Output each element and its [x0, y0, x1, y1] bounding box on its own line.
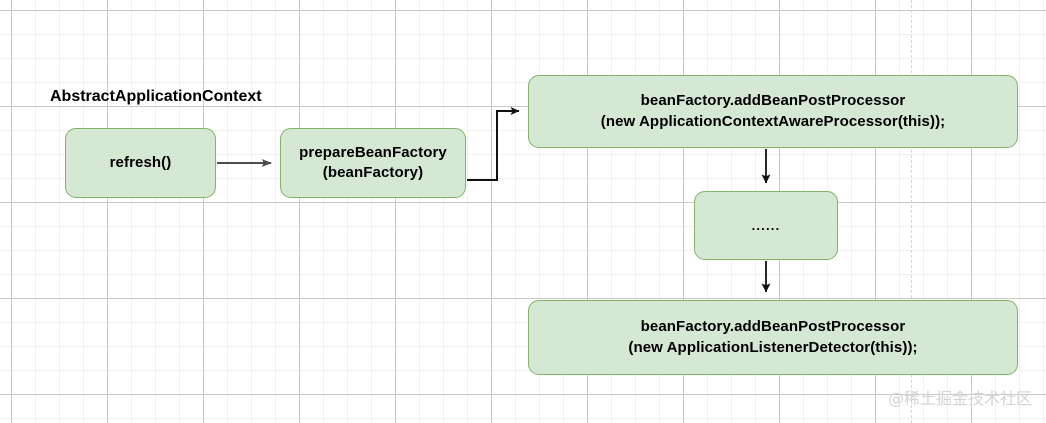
vertical-guide-line: [911, 0, 912, 423]
edge-prepare-to-ctx-aware: [467, 107, 520, 181]
watermark: @稀土掘金技术社区: [887, 389, 1032, 408]
node-add-application-context-aware-processor-label: beanFactory.addBeanPostProcessor (new Ap…: [600, 92, 946, 130]
node-refresh-label: refresh(): [109, 153, 172, 171]
node-ellipsis[interactable]: ......: [694, 191, 838, 260]
node-add-application-listener-detector-label: beanFactory.addBeanPostProcessor (new Ap…: [628, 318, 918, 356]
node-refresh[interactable]: refresh(): [65, 128, 216, 198]
node-add-application-listener-detector[interactable]: beanFactory.addBeanPostProcessor (new Ap…: [528, 300, 1018, 375]
diagram-title: AbstractApplicationContext: [50, 88, 262, 105]
node-prepare-bean-factory-label: prepareBeanFactory (beanFactory): [299, 143, 447, 181]
node-add-application-context-aware-processor[interactable]: beanFactory.addBeanPostProcessor (new Ap…: [528, 75, 1018, 148]
node-prepare-bean-factory[interactable]: prepareBeanFactory (beanFactory): [280, 128, 466, 198]
node-ellipsis-label: ......: [751, 217, 781, 233]
